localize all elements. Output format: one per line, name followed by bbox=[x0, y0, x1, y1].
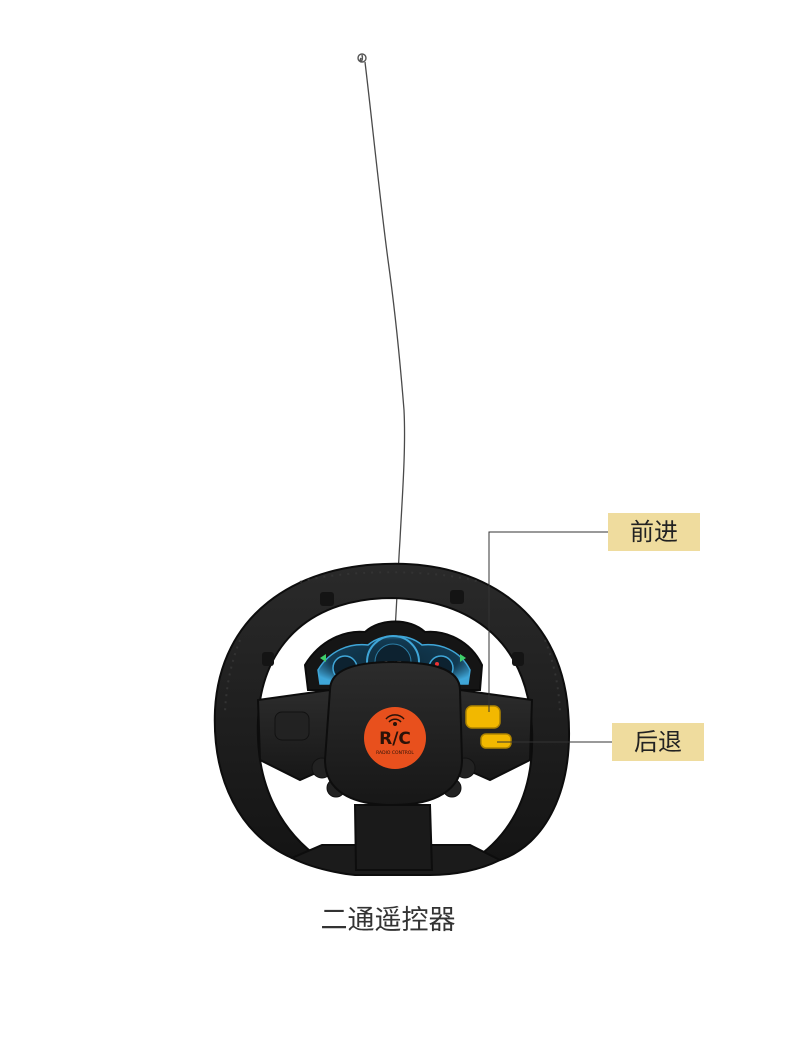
rc-sub-text: RADIO CONTROL bbox=[376, 750, 414, 756]
forward-callout-label: 前进 bbox=[608, 513, 700, 551]
callout-lines bbox=[488, 531, 612, 743]
antenna-wire bbox=[357, 53, 406, 631]
reverse-button[interactable] bbox=[480, 733, 512, 749]
product-caption: 二通遥控器 bbox=[320, 905, 456, 936]
forward-button[interactable] bbox=[465, 705, 501, 729]
reverse-callout-label: 后退 bbox=[612, 723, 704, 761]
steering-wheel: 165 R/C RADIO CONTROL bbox=[213, 562, 570, 876]
rc-logo-text: R/C bbox=[379, 729, 411, 749]
rc-logo-badge: R/C RADIO CONTROL bbox=[364, 707, 426, 769]
